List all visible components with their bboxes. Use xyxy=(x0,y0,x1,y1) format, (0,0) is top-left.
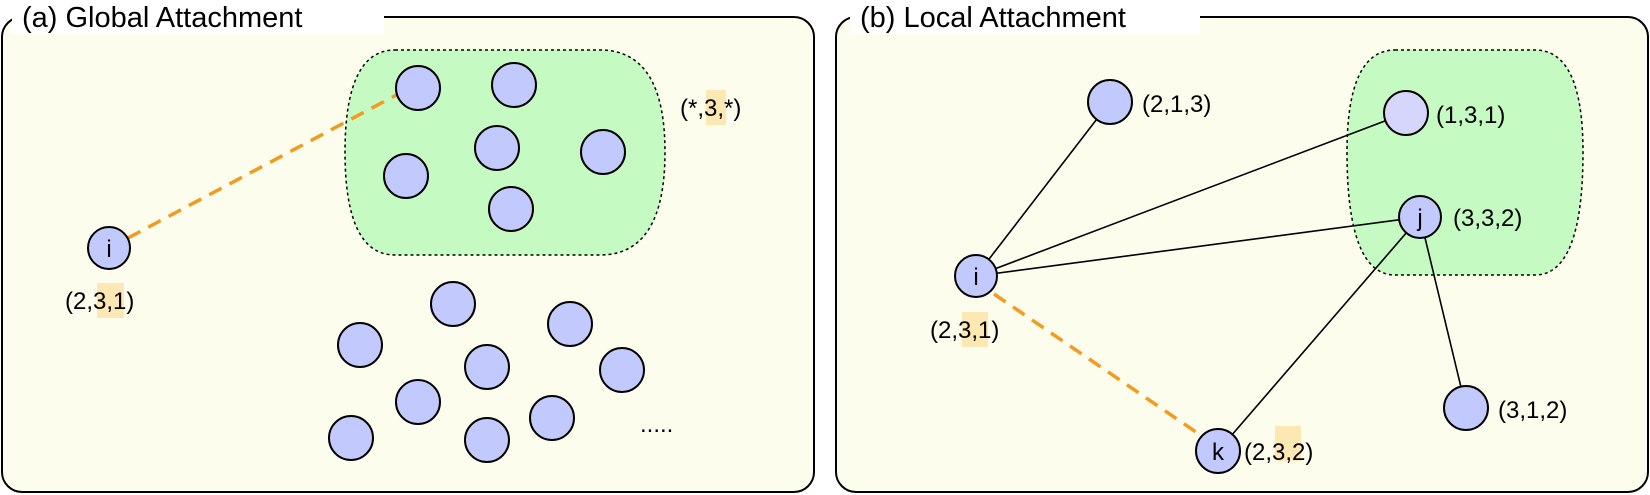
global-other-node xyxy=(464,417,510,463)
global-other-node xyxy=(529,395,575,441)
local-node-213-attr: (2,1,3) xyxy=(1142,91,1211,118)
local-edge xyxy=(975,112,1407,277)
global-other-node xyxy=(337,322,383,368)
global-attachment-edge xyxy=(127,90,403,240)
global-other-node xyxy=(430,281,476,327)
global-group-attr: (*,3,*) xyxy=(680,95,741,122)
local-node-312-attr: (3,1,2) xyxy=(1498,397,1567,424)
panel-global-title-bg xyxy=(12,0,384,34)
local-edge xyxy=(975,101,1111,277)
global-other-node xyxy=(547,301,593,347)
global-node-i-label: i xyxy=(106,236,111,263)
local-node-k-attr: (2,3,2) xyxy=(1244,439,1313,466)
global-node-i-attr-highlight xyxy=(97,283,124,318)
panel-global-attachment: (a) Global Attachment (*,3,*) i (2,3,1) … xyxy=(1,0,815,493)
global-other-node xyxy=(464,344,510,390)
local-node-j-label: j xyxy=(1416,205,1422,232)
local-node-k-label: k xyxy=(1212,439,1225,466)
global-group-node xyxy=(580,129,626,175)
local-attachment-edge xyxy=(993,292,1197,434)
local-node-j-attr: (3,3,2) xyxy=(1453,205,1522,232)
local-node-i xyxy=(954,254,998,298)
local-node-131-attr: (1,3,1) xyxy=(1436,102,1505,129)
global-node-i-attr: (2,3,1) xyxy=(65,288,134,315)
global-node-i xyxy=(87,226,131,270)
global-group-node xyxy=(491,62,537,108)
global-other-node xyxy=(328,415,374,461)
global-group-attr-highlight xyxy=(706,90,726,125)
local-node-j xyxy=(1398,195,1442,239)
global-other-node xyxy=(599,347,645,393)
local-node-k xyxy=(1195,428,1241,474)
panel-local-attachment: (b) Local Attachment (2,1,3) (1,3,1) j (… xyxy=(835,0,1649,493)
global-group-node xyxy=(474,125,520,171)
local-node-k-attr-highlight xyxy=(1275,426,1301,461)
local-node-i-attr: (2,3,1) xyxy=(930,317,999,344)
panel-local-title-bg xyxy=(850,0,1200,34)
global-group-node xyxy=(395,65,441,111)
local-edge xyxy=(1217,216,1421,452)
global-other-node xyxy=(395,379,441,425)
local-edge xyxy=(1419,216,1467,409)
local-node-i-attr-highlight xyxy=(962,312,988,347)
local-node-i-label: i xyxy=(973,264,978,291)
local-node-131 xyxy=(1383,90,1429,136)
local-node-213 xyxy=(1087,79,1133,125)
local-neighbor-group xyxy=(1346,49,1584,276)
local-edge xyxy=(975,216,1421,277)
global-ellipsis: ..... xyxy=(640,411,673,438)
global-group-node xyxy=(383,153,429,199)
local-node-312 xyxy=(1443,385,1489,431)
panel-local-title: (b) Local Attachment xyxy=(860,2,1126,34)
panel-global-title: (a) Global Attachment xyxy=(22,2,302,34)
global-group-node xyxy=(488,186,534,232)
